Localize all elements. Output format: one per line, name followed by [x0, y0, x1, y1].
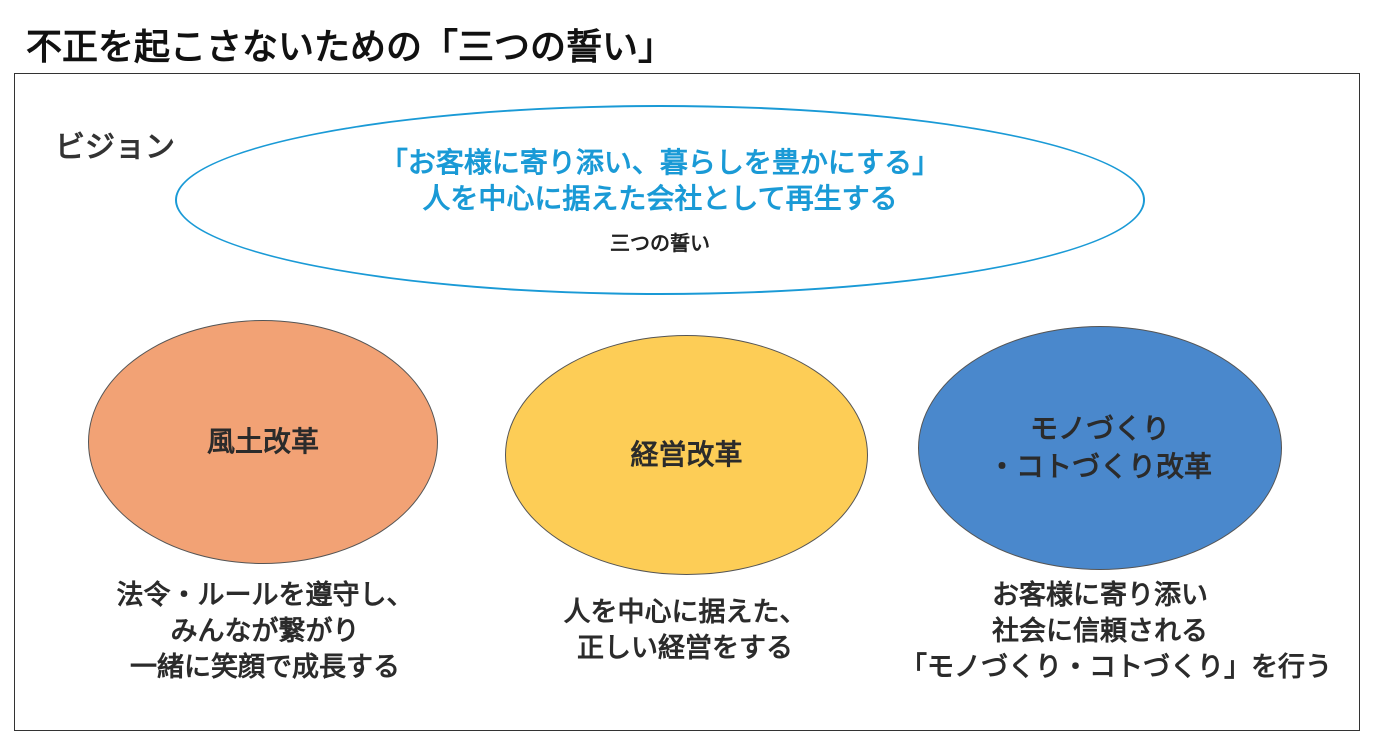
diagram-frame — [14, 73, 1360, 731]
pillar-caption: 法令・ルールを遵守し、 みんなが繋がり 一緒に笑顔で成長する — [60, 578, 470, 686]
pillar-management-reform: 経営改革 — [505, 335, 868, 575]
caption-line: 一緒に笑顔で成長する — [130, 652, 400, 683]
caption-line: みんなが繋がり — [170, 616, 360, 647]
caption-line: 法令・ルールを遵守し、 — [116, 580, 414, 611]
vision-ellipse: 「お客様に寄り添い、暮らしを豊かにする」 人を中心に据えた会社として再生する 三… — [175, 105, 1145, 295]
pillar-monozukuri-reform: モノづくり ・コトづくり改革 — [918, 326, 1282, 570]
caption-line: 社会に信頼される — [992, 616, 1208, 647]
pillar-caption: 人を中心に据えた、 正しい経営をする — [480, 595, 890, 667]
pillar-title: モノづくり — [1029, 412, 1170, 445]
caption-line: 人を中心に据えた、 — [563, 597, 807, 628]
pillar-title: ・コトづくり改革 — [987, 450, 1212, 483]
caption-line: 正しい経営をする — [577, 633, 793, 664]
vision-line: 「お客様に寄り添い、暮らしを豊かにする」 — [379, 145, 941, 179]
caption-line: 「モノづくり・コトづくり」を行う — [900, 652, 1332, 683]
vision-subtitle: 三つの誓い — [610, 230, 710, 255]
pillar-culture-reform: 風土改革 — [88, 320, 438, 564]
pillar-title: 経営改革 — [630, 438, 743, 471]
pillar-title: 風土改革 — [206, 425, 319, 458]
caption-line: お客様に寄り添い — [992, 580, 1208, 611]
vision-line: 人を中心に据えた会社として再生する — [422, 181, 898, 215]
pillar-caption: お客様に寄り添い 社会に信頼される 「モノづくり・コトづくり」を行う — [900, 578, 1332, 686]
page-title: 不正を起こさないための「三つの誓い」 — [26, 27, 675, 68]
vision-label: ビジョン — [55, 130, 175, 165]
